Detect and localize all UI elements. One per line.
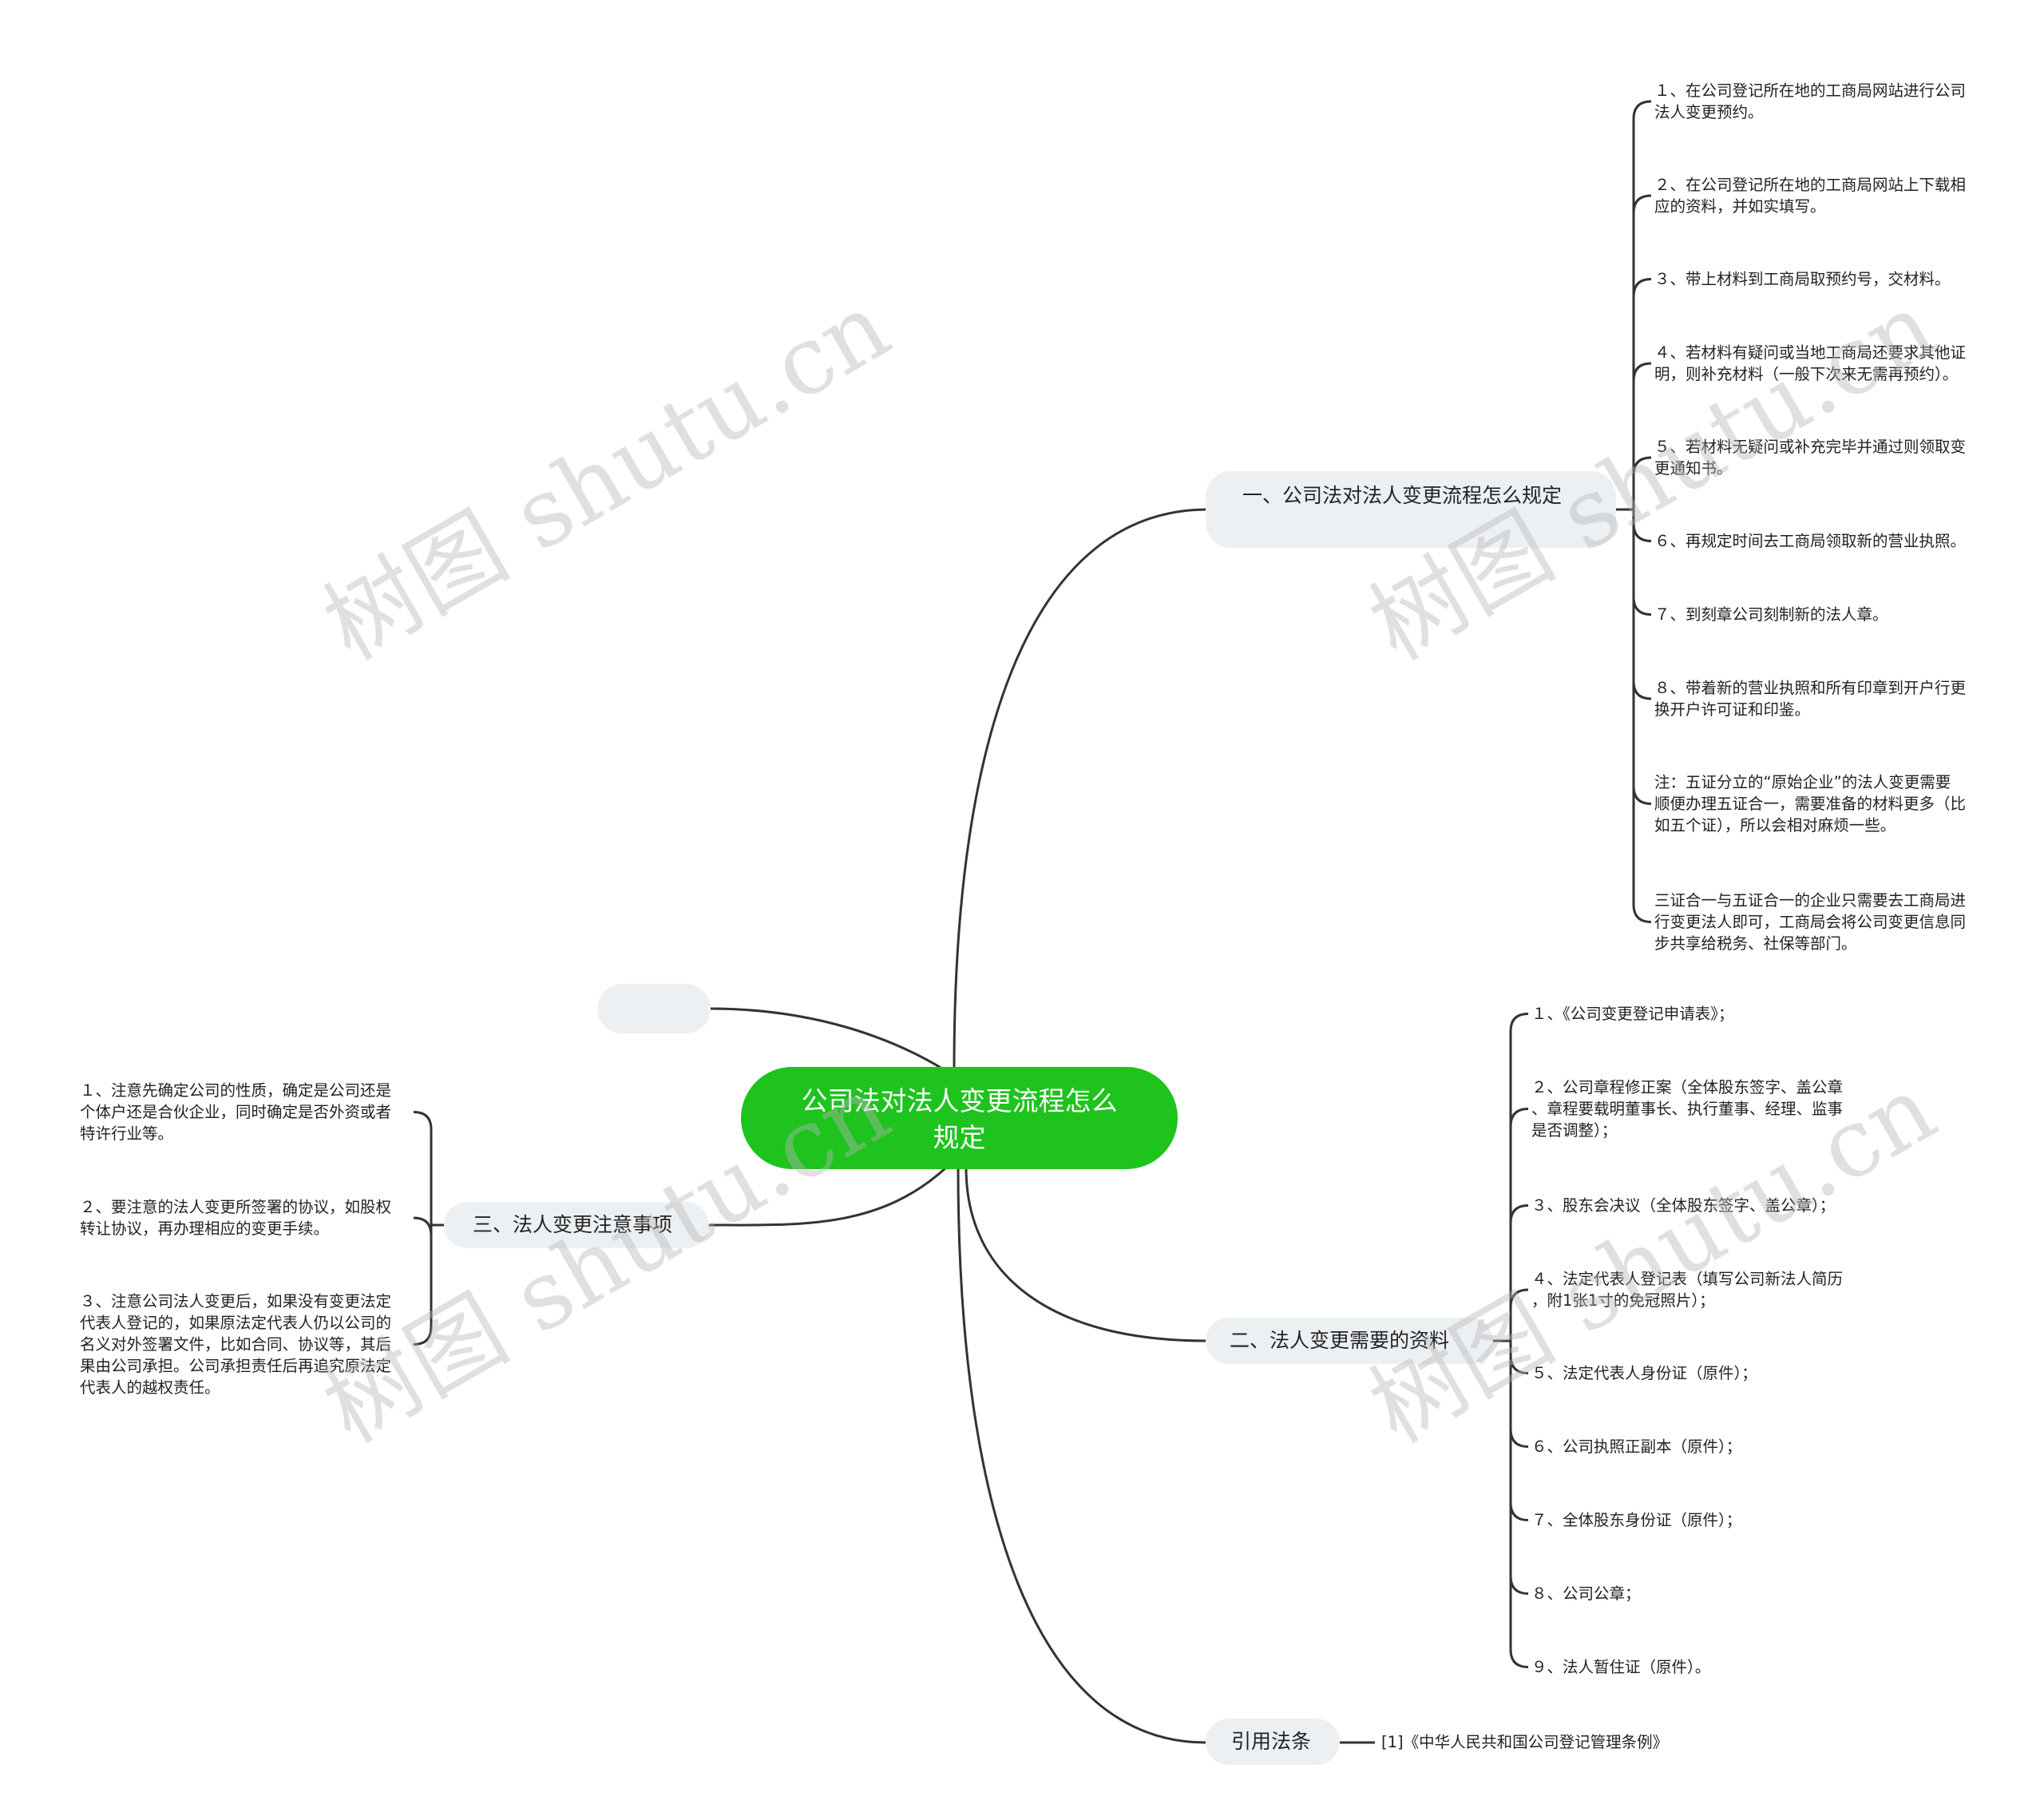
branch-materials[interactable]: 二、法人变更需要的资料 bbox=[1206, 1318, 1493, 1364]
connector bbox=[953, 508, 1206, 1069]
item-line: 更通知书。 bbox=[1654, 459, 1733, 478]
connector bbox=[413, 1225, 433, 1346]
item-line: 应的资料，并如实填写。 bbox=[1654, 197, 1826, 216]
connector bbox=[413, 1216, 433, 1236]
item-line: ６、再规定时间去工商局领取新的营业执照。 bbox=[1654, 532, 1967, 550]
item-line: 三证合一与五证合一的企业只需要去工商局进 bbox=[1654, 891, 1967, 910]
connector bbox=[1509, 1288, 1529, 1341]
connector bbox=[1509, 1108, 1529, 1341]
procedure-item[interactable]: 注：五证分立的“原始企业”的法人变更需要顺便办理五证合一，需要准备的材料更多（比… bbox=[1654, 771, 1966, 836]
materials-item[interactable]: ９、法人暂住证（原件）。 bbox=[1531, 1656, 1710, 1678]
materials-item[interactable]: ３、股东会决议（全体股东签字、盖公章）； bbox=[1531, 1195, 1835, 1216]
item-line: 是否调整）； bbox=[1531, 1121, 1618, 1140]
procedure-item[interactable]: ５、若材料无疑问或补充完毕并通过则领取变更通知书。 bbox=[1654, 436, 1966, 479]
connector bbox=[1509, 1204, 1529, 1341]
procedure-item[interactable]: ２、在公司登记所在地的工商局网站上下载相应的资料，并如实填写。 bbox=[1654, 174, 1966, 217]
branch-procedure[interactable]: 一、公司法对法人变更流程怎么规定 bbox=[1206, 471, 1616, 548]
item-line: ９、法人暂住证（原件）。 bbox=[1531, 1658, 1711, 1676]
connector bbox=[1632, 456, 1652, 510]
materials-item[interactable]: ５、法定代表人身份证（原件）； bbox=[1531, 1362, 1757, 1384]
procedure-item[interactable]: ３、带上材料到工商局取预约号，交材料。 bbox=[1654, 268, 1951, 290]
item-line: ７、全体股东身份证（原件）； bbox=[1531, 1511, 1742, 1529]
item-line: ２、要注意的法人变更所签署的协议，如股权 bbox=[80, 1198, 392, 1216]
connector bbox=[1632, 278, 1652, 510]
item-line: [1]《中华人民共和国公司登记管理条例》 bbox=[1381, 1733, 1669, 1751]
item-line: 换开户许可证和印鉴。 bbox=[1654, 700, 1811, 719]
materials-item[interactable]: ７、全体股东身份证（原件）； bbox=[1531, 1509, 1741, 1531]
notes-item[interactable]: ２、要注意的法人变更所签署的协议，如股权转让协议，再办理相应的变更手续。 bbox=[80, 1196, 391, 1239]
item-line: 明，则补充材料（一般下次来无需再预约）。 bbox=[1654, 365, 1959, 383]
item-line: 果由公司承担。公司承担责任后再追究原法定 bbox=[80, 1357, 392, 1375]
branch-notes[interactable]: 三、法人变更注意事项 bbox=[444, 1202, 709, 1248]
connector bbox=[965, 1167, 1206, 1342]
item-line: ５、若材料无疑问或补充完毕并通过则领取变 bbox=[1654, 438, 1967, 456]
branch-empty[interactable] bbox=[597, 984, 711, 1033]
connector bbox=[708, 1166, 948, 1227]
item-line: ８、带着新的营业执照和所有印章到开户行更 bbox=[1654, 679, 1967, 697]
connector bbox=[1632, 194, 1652, 510]
materials-item[interactable]: ８、公司公章； bbox=[1531, 1583, 1641, 1604]
item-line: ３、股东会决议（全体股东签字、盖公章）； bbox=[1531, 1196, 1836, 1215]
item-line: ２、在公司登记所在地的工商局网站上下载相 bbox=[1654, 176, 1967, 194]
item-line: ２、公司章程修正案（全体股东签字、盖公章 bbox=[1531, 1078, 1844, 1096]
notes-item[interactable]: ３、注意公司法人变更后，如果没有变更法定代表人登记的，如果原法定代表人仍以公司的… bbox=[80, 1291, 391, 1398]
connector bbox=[1632, 362, 1652, 510]
connector bbox=[710, 1007, 943, 1070]
connector bbox=[1509, 1341, 1529, 1668]
item-line: 个体户还是合伙企业，同时确定是否外资或者 bbox=[80, 1103, 392, 1121]
item-line: 顺便办理五证合一，需要准备的材料更多（比 bbox=[1654, 795, 1967, 813]
item-line: １、《公司变更登记申请表》； bbox=[1531, 1005, 1734, 1023]
item-line: 行变更法人即可，工商局会将公司变更信息同 bbox=[1654, 913, 1967, 931]
item-line: １、注意先确定公司的性质，确定是公司还是 bbox=[80, 1081, 392, 1100]
procedure-item[interactable]: ６、再规定时间去工商局领取新的营业执照。 bbox=[1654, 530, 1966, 552]
item-line: ４、若材料有疑问或当地工商局还要求其他证 bbox=[1654, 343, 1967, 362]
item-line: 如五个证），所以会相对麻烦一些。 bbox=[1654, 816, 1896, 835]
connector bbox=[1632, 510, 1652, 616]
law-item[interactable]: [1]《中华人民共和国公司登记管理条例》 bbox=[1381, 1731, 1668, 1753]
procedure-item[interactable]: ４、若材料有疑问或当地工商局还要求其他证明，则补充材料（一般下次来无需再预约）。 bbox=[1654, 342, 1966, 385]
branch-law[interactable]: 引用法条 bbox=[1206, 1719, 1340, 1765]
connector bbox=[1509, 1341, 1529, 1374]
item-line: 步共享给税务、社保等部门。 bbox=[1654, 934, 1857, 953]
item-line: １、在公司登记所在地的工商局网站进行公司 bbox=[1654, 81, 1967, 100]
materials-item[interactable]: ２、公司章程修正案（全体股东签字、盖公章、章程要载明董事长、执行董事、经理、监事… bbox=[1531, 1077, 1843, 1141]
connector bbox=[1632, 100, 1652, 510]
procedure-item[interactable]: 三证合一与五证合一的企业只需要去工商局进行变更法人即可，工商局会将公司变更信息同… bbox=[1654, 890, 1966, 954]
procedure-item[interactable]: ８、带着新的营业执照和所有印章到开户行更换开户许可证和印鉴。 bbox=[1654, 677, 1966, 720]
item-line: ４、法定代表人登记表（填写公司新法人简历 bbox=[1531, 1270, 1844, 1288]
item-line: ３、带上材料到工商局取预约号，交材料。 bbox=[1654, 270, 1951, 288]
item-line: ５、法定代表人身份证（原件）； bbox=[1531, 1364, 1757, 1382]
materials-item[interactable]: ６、公司执照正副本（原件）； bbox=[1531, 1436, 1741, 1457]
connector bbox=[1632, 510, 1652, 805]
procedure-item[interactable]: ７、到刻章公司刻制新的法人章。 bbox=[1654, 604, 1888, 625]
item-line: ，附1张1寸的免冠照片）； bbox=[1531, 1291, 1715, 1310]
item-line: 注：五证分立的“原始企业”的法人变更需要 bbox=[1654, 773, 1951, 791]
item-line: ７、到刻章公司刻制新的法人章。 bbox=[1654, 605, 1888, 624]
item-line: 转让协议，再办理相应的变更手续。 bbox=[80, 1219, 330, 1238]
notes-item[interactable]: １、注意先确定公司的性质，确定是公司还是个体户还是合伙企业，同时确定是否外资或者… bbox=[80, 1080, 391, 1144]
connector bbox=[1509, 1341, 1529, 1448]
item-line: 特许行业等。 bbox=[80, 1124, 174, 1143]
item-line: ３、注意公司法人变更后，如果没有变更法定 bbox=[80, 1292, 392, 1310]
item-line: 代表人的越权责任。 bbox=[80, 1378, 220, 1397]
item-line: 名义对外签署文件，比如合同、协议等，其后 bbox=[80, 1335, 392, 1354]
procedure-item[interactable]: １、在公司登记所在地的工商局网站进行公司法人变更预约。 bbox=[1654, 80, 1966, 123]
connector bbox=[1509, 1013, 1529, 1341]
connector bbox=[1632, 510, 1652, 542]
item-line: ８、公司公章； bbox=[1531, 1584, 1641, 1603]
connector bbox=[1632, 510, 1652, 700]
materials-item[interactable]: １、《公司变更登记申请表》； bbox=[1531, 1003, 1734, 1025]
connector bbox=[1509, 1341, 1529, 1595]
item-line: 代表人登记的，如果原法定代表人仍以公司的 bbox=[80, 1314, 392, 1332]
item-line: 、章程要载明董事长、执行董事、经理、监事 bbox=[1531, 1100, 1844, 1118]
item-line: ６、公司执照正副本（原件）； bbox=[1531, 1437, 1742, 1456]
item-line: 法人变更预约。 bbox=[1654, 103, 1764, 121]
connector bbox=[1632, 510, 1652, 923]
materials-item[interactable]: ４、法定代表人登记表（填写公司新法人简历 ，附1张1寸的免冠照片）； bbox=[1531, 1268, 1843, 1311]
root-topic[interactable]: 公司法对法人变更流程怎么规定 bbox=[741, 1067, 1178, 1169]
connector bbox=[957, 1167, 1206, 1744]
connector bbox=[413, 1111, 433, 1225]
